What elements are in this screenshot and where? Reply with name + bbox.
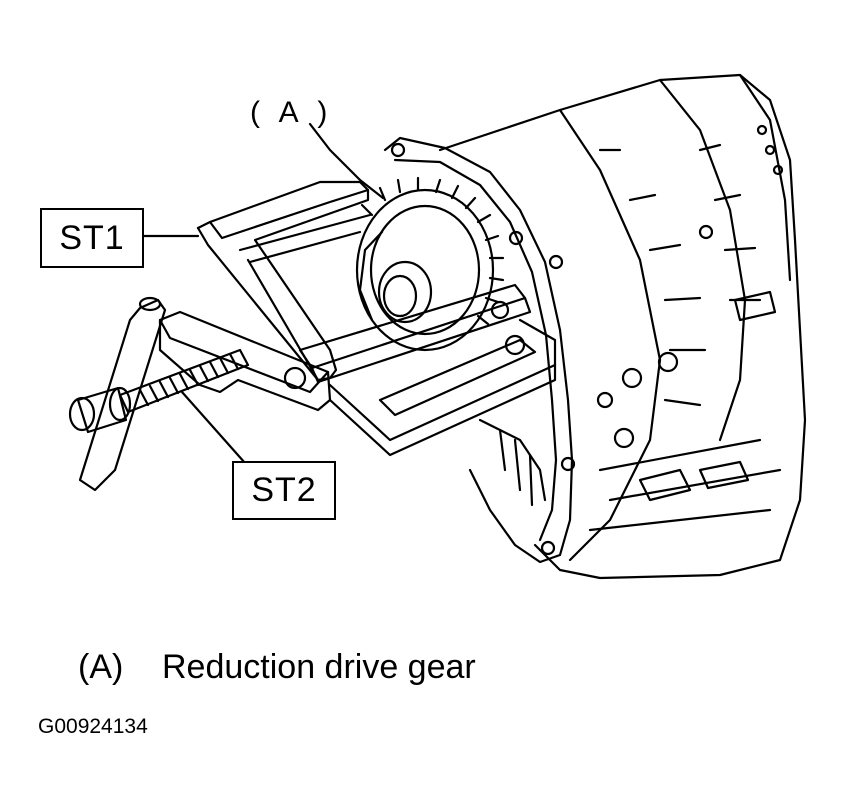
reduction-drive-gear — [355, 176, 505, 352]
t-handle — [68, 296, 167, 492]
callout-st2: ST2 — [232, 461, 336, 520]
st2-puller-body — [158, 300, 557, 457]
transmission-illustration — [68, 73, 807, 580]
figure-id: G00924134 — [38, 715, 148, 738]
legend-description: Reduction drive gear — [162, 648, 476, 686]
bell-housing-flange — [383, 136, 576, 564]
threaded-spindle — [118, 348, 250, 414]
st1-crossbar — [298, 283, 532, 384]
leader-line-st2 — [180, 390, 247, 465]
st1-puller-frame — [196, 180, 372, 382]
legend-key: (A) — [78, 648, 124, 686]
transmission-case — [438, 73, 807, 580]
legend: (A) Reduction drive gear — [78, 648, 476, 687]
callout-a-label: ( A ) — [250, 96, 334, 129]
leader-line-a — [308, 122, 385, 200]
callout-st1: ST1 — [40, 208, 144, 268]
